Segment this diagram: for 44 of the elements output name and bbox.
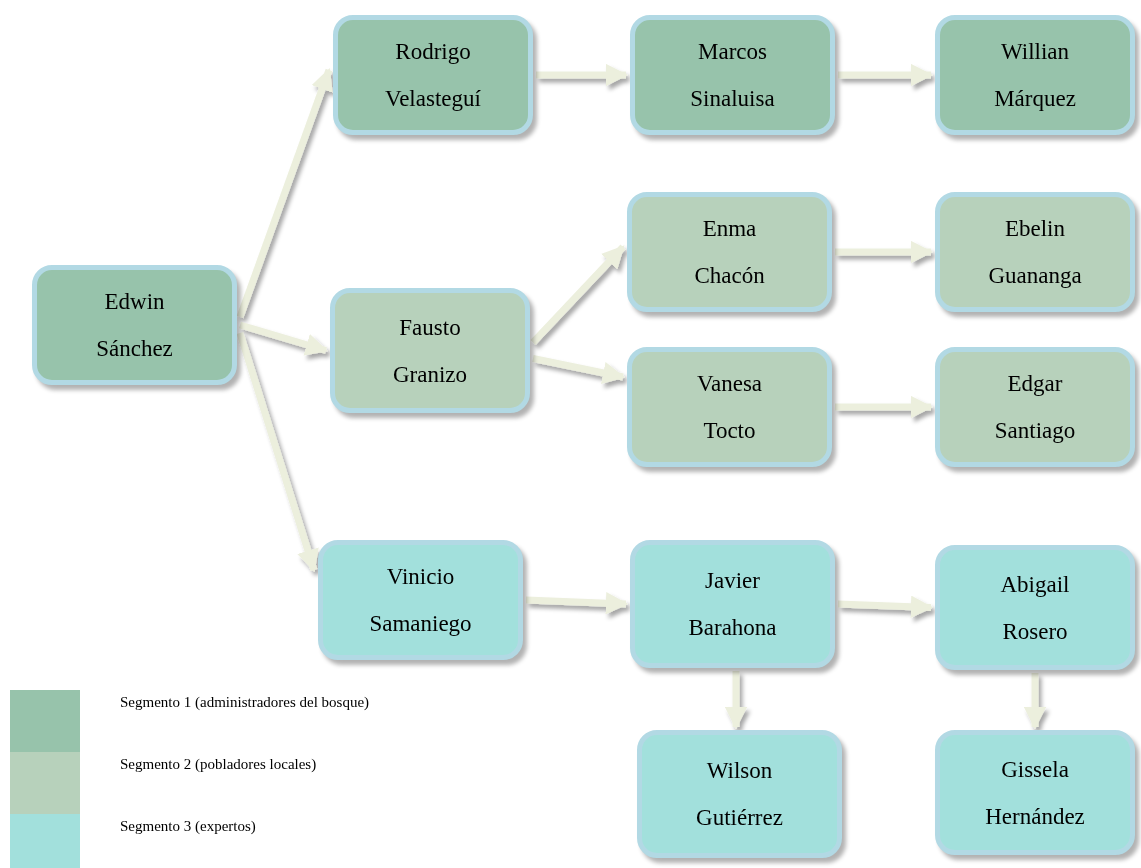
name-box bbox=[330, 288, 530, 413]
arrow bbox=[239, 321, 329, 356]
person-name: Javier Barahona bbox=[688, 567, 777, 642]
arrow bbox=[838, 63, 934, 87]
person-name: Ebelin Guananga bbox=[988, 215, 1082, 290]
person-name: Enma Chacón bbox=[694, 215, 765, 290]
name-box bbox=[32, 265, 237, 385]
name-box bbox=[935, 15, 1135, 135]
arrow bbox=[1023, 673, 1047, 730]
legend-label: Segmento 2 (pobladores locales) bbox=[120, 756, 317, 773]
name-box bbox=[637, 730, 842, 858]
person-name: Gissela Hernández bbox=[985, 755, 1085, 831]
person-name: Marcos Sinaluisa bbox=[690, 38, 775, 113]
person-name: Vanesa Tocto bbox=[696, 370, 763, 445]
arrow bbox=[236, 331, 319, 573]
legend-label: Segmento 1 (administradores del bosque) bbox=[120, 694, 370, 711]
person-name: Fausto Granizo bbox=[392, 313, 468, 389]
arrow bbox=[835, 240, 934, 264]
person-name: Rodrigo Velasteguí bbox=[385, 38, 481, 113]
arrow bbox=[530, 244, 626, 345]
legend-label: Segmento 3 (expertos) bbox=[120, 818, 256, 835]
name-box bbox=[935, 730, 1135, 855]
arrow bbox=[236, 67, 333, 319]
person-name: Abigail Rosero bbox=[1000, 570, 1070, 646]
arrow bbox=[532, 355, 626, 384]
name-box bbox=[318, 540, 523, 660]
person-name: Vinicio Samaniego bbox=[369, 563, 472, 638]
name-box bbox=[627, 347, 832, 467]
person-name: Willian Márquez bbox=[994, 38, 1076, 113]
name-box bbox=[935, 347, 1135, 467]
arrow bbox=[525, 592, 629, 615]
name-box bbox=[935, 545, 1135, 670]
person-name: Edgar Santiago bbox=[994, 370, 1076, 445]
arrow bbox=[536, 63, 629, 87]
name-box bbox=[935, 192, 1135, 312]
arrow bbox=[724, 671, 748, 730]
arrow bbox=[835, 395, 934, 419]
name-box bbox=[630, 15, 835, 135]
person-name: Edwin Sánchez bbox=[96, 288, 173, 363]
person-name: Wilson Gutiérrez bbox=[696, 757, 783, 832]
name-box bbox=[627, 192, 832, 312]
name-box bbox=[630, 540, 835, 668]
name-box bbox=[333, 15, 533, 135]
arrow bbox=[837, 595, 934, 618]
